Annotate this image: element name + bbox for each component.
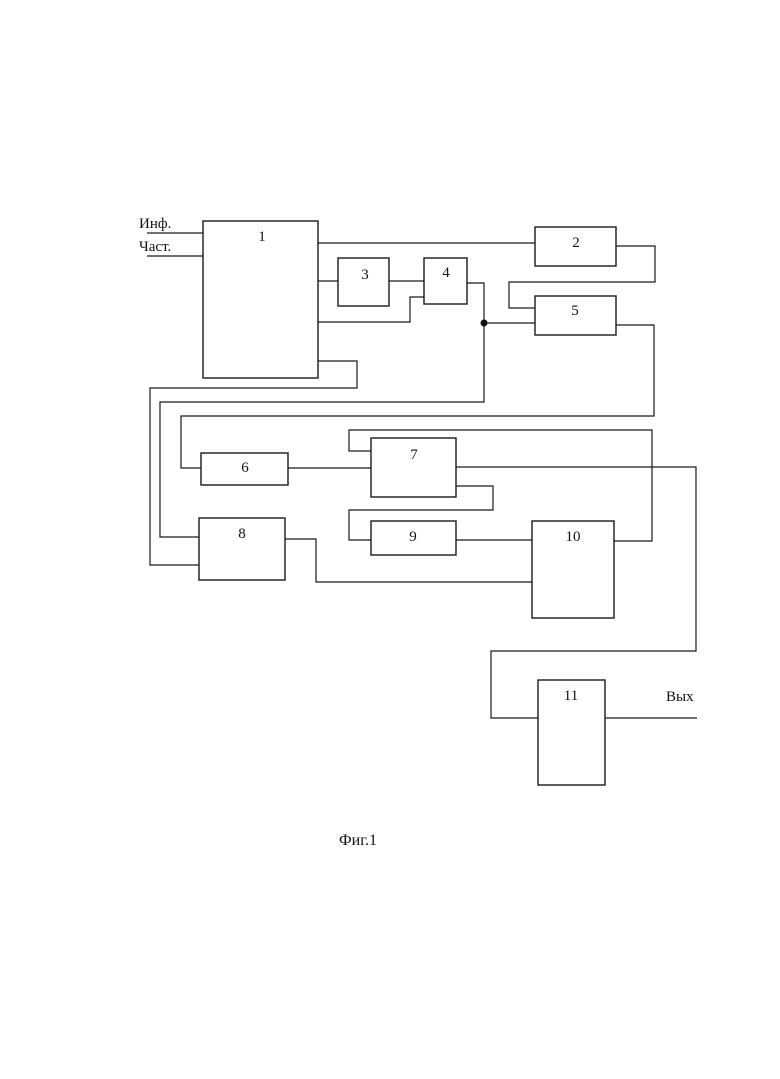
block-4: 4 — [424, 258, 467, 304]
block-10: 10 — [532, 521, 614, 618]
block-1: 1 — [203, 221, 318, 378]
block-4-label: 4 — [442, 265, 450, 281]
block-8-label: 8 — [238, 526, 246, 542]
figure-caption: Фиг.1 — [339, 832, 377, 849]
block-6: 6 — [201, 453, 288, 485]
block-2: 2 — [535, 227, 616, 266]
block-3-label: 3 — [361, 267, 369, 283]
block-2-label: 2 — [572, 235, 580, 251]
input-freq-label: Част. — [139, 239, 171, 255]
block-11: 11 — [538, 680, 605, 785]
block-7: 7 — [371, 438, 456, 497]
block-5: 5 — [535, 296, 616, 335]
block-11-label: 11 — [564, 688, 578, 704]
block-6-label: 6 — [241, 460, 249, 476]
block-5-label: 5 — [571, 303, 579, 319]
wire-4-to-5 — [467, 283, 535, 323]
junction-dot — [481, 320, 488, 327]
block-9-label: 9 — [409, 529, 417, 545]
block-7-label: 7 — [410, 447, 418, 463]
block-1-label: 1 — [258, 229, 266, 245]
block-8: 8 — [199, 518, 285, 580]
block-3: 3 — [338, 258, 389, 306]
output-label: Вых — [666, 689, 694, 705]
block-9: 9 — [371, 521, 456, 555]
block-10-label: 10 — [566, 529, 581, 545]
input-info-label: Инф. — [139, 216, 171, 232]
